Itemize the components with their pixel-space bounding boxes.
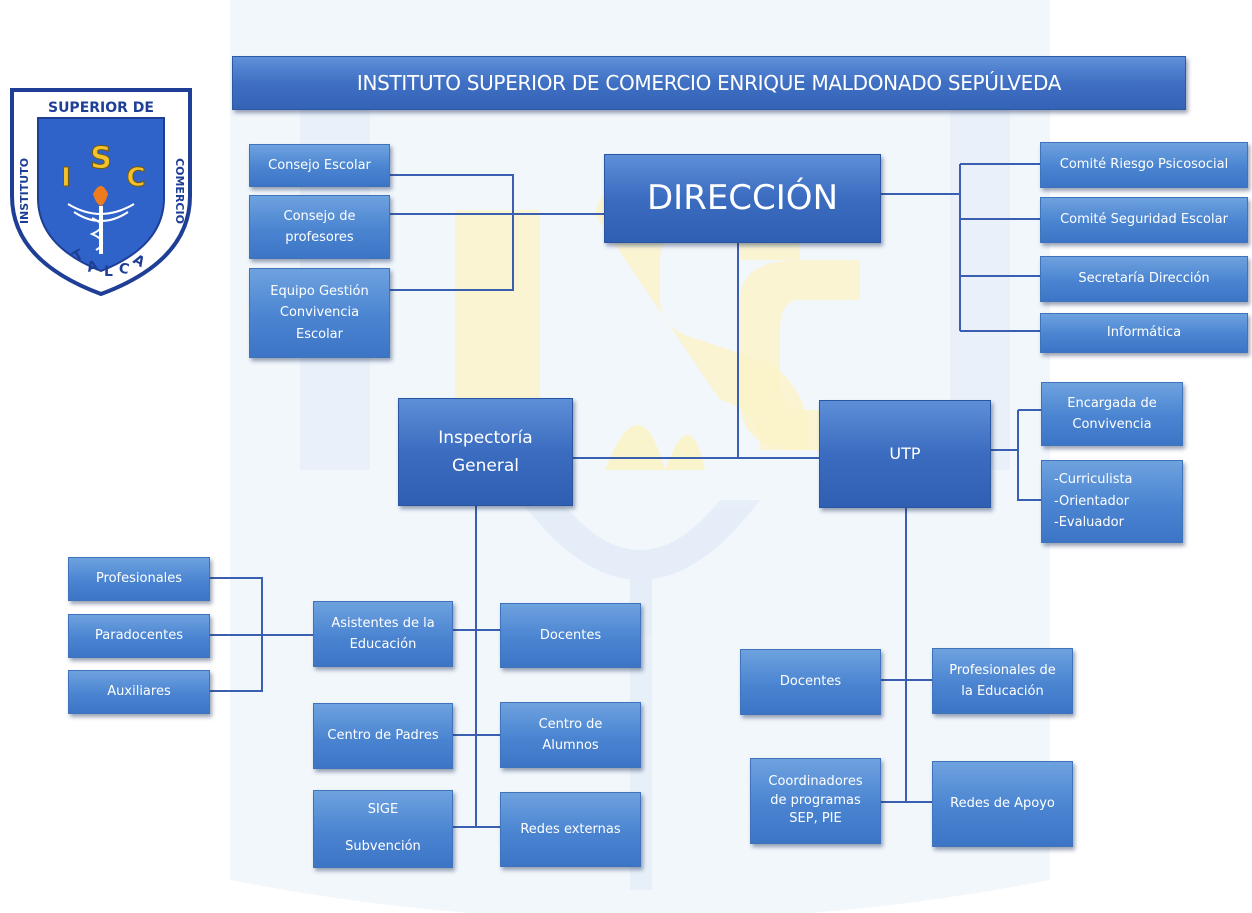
- logo-top-text: SUPERIOR DE: [48, 100, 154, 116]
- logo-letter-c: C: [126, 163, 145, 193]
- node-consejo-profesores: Consejo de profesores: [249, 195, 390, 259]
- node-equipo-gestion: Equipo Gestión Convivencia Escolar: [249, 268, 390, 358]
- node-docentes-inspectoria: Docentes: [500, 603, 641, 668]
- svg-text:A: A: [86, 258, 100, 276]
- node-centro-alumnos: Centro de Alumnos: [500, 702, 641, 768]
- logo-right-text: COMERCIO: [173, 158, 186, 224]
- node-redes-apoyo: Redes de Apoyo: [932, 761, 1073, 847]
- page-title: INSTITUTO SUPERIOR DE COMERCIO ENRIQUE M…: [232, 56, 1186, 110]
- node-curriculista: -Curriculista -Orientador -Evaluador: [1041, 460, 1183, 543]
- node-comite-seguridad: Comité Seguridad Escolar: [1040, 197, 1248, 243]
- node-paradocentes: Paradocentes: [68, 614, 210, 658]
- node-docentes-utp: Docentes: [740, 649, 881, 715]
- node-profesionales: Profesionales: [68, 557, 210, 601]
- logo-left-text: INSTITUTO: [18, 158, 31, 224]
- node-auxiliares: Auxiliares: [68, 670, 210, 714]
- node-utp: UTP: [819, 400, 991, 508]
- node-coordinadores: Coordinadores de programas SEP, PIE: [750, 758, 881, 844]
- node-secretaria: Secretaría Dirección: [1040, 256, 1248, 302]
- node-redes-externas: Redes externas: [500, 792, 641, 867]
- svg-text:C: C: [117, 260, 130, 278]
- node-sige-subvencion: SIGE Subvención: [313, 790, 453, 868]
- school-logo: SUPERIOR DE INSTITUTO COMERCIO I S C T A…: [10, 88, 192, 297]
- node-informatica: Informática: [1040, 313, 1248, 353]
- node-consejo-escolar: Consejo Escolar: [249, 144, 390, 187]
- node-asistentes-educacion: Asistentes de la Educación: [313, 601, 453, 667]
- node-comite-riesgo: Comité Riesgo Psicosocial: [1040, 142, 1248, 188]
- logo-flame: [93, 186, 108, 206]
- logo-bottom-text: T A L C A: [70, 247, 148, 280]
- svg-text:L: L: [104, 264, 113, 280]
- node-direccion: DIRECCIÓN: [604, 154, 881, 243]
- node-encargada-convivencia: Encargada de Convivencia: [1041, 382, 1183, 446]
- node-inspectoria-general: Inspectoría General: [398, 398, 573, 506]
- node-centro-padres: Centro de Padres: [313, 703, 453, 769]
- logo-letter-s: S: [90, 141, 112, 176]
- logo-letter-i: I: [61, 163, 71, 193]
- node-profesionales-educacion: Profesionales de la Educación: [932, 648, 1073, 714]
